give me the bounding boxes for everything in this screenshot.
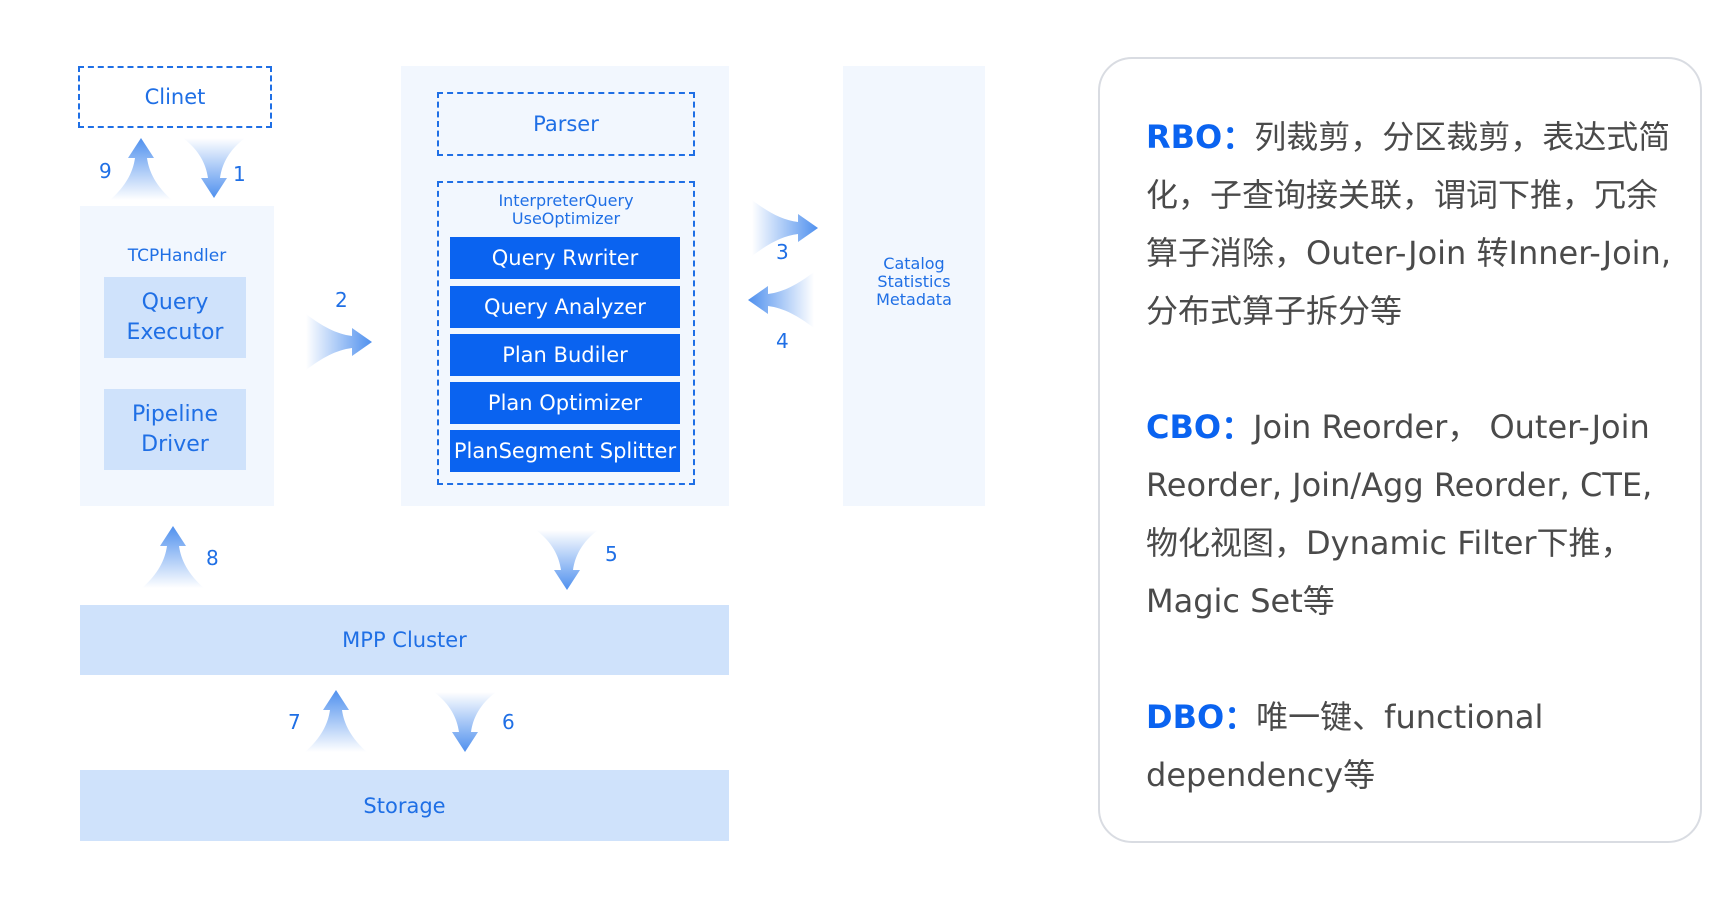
arrow-3-right: [752, 200, 818, 256]
catalog-line-1: Catalog: [883, 254, 945, 273]
step-number-4: 4: [776, 329, 789, 353]
step-number-6: 6: [502, 710, 515, 734]
storage-block: Storage: [80, 770, 729, 841]
dbo-description: DBO：唯一键、functional dependency等: [1146, 688, 1686, 804]
interpreter-line-1: InterpreterQuery: [498, 191, 634, 210]
rbo-text: 列裁剪，分区裁剪，表达式简化，子查询接关联，谓词下推，冗余算子消除，Outer-…: [1146, 118, 1671, 330]
step-plan-optimizer: Plan Optimizer: [450, 382, 680, 424]
query-executor-line-2: Executor: [126, 319, 224, 345]
arrow-4-left: [748, 272, 814, 328]
client-box: Clinet: [78, 66, 272, 128]
cbo-text: Join Reorder， Outer-Join Reorder, Join/A…: [1146, 408, 1653, 620]
dbo-key: DBO：: [1146, 698, 1257, 736]
dbo-text: 唯一键、functional dependency等: [1146, 698, 1544, 794]
query-executor-line-1: Query: [141, 289, 209, 315]
parser-label: Parser: [533, 112, 599, 136]
arrow-8-up: [142, 526, 204, 588]
interpreter-label: InterpreterQuery UseOptimizer: [437, 192, 695, 228]
step-number-3: 3: [776, 240, 789, 264]
mpp-cluster-block: MPP Cluster: [80, 605, 729, 675]
arrow-1-down: [183, 138, 245, 198]
arrow-9-up: [110, 138, 172, 200]
step-query-analyzer: Query Analyzer: [450, 286, 680, 328]
catalog-panel: [843, 66, 985, 506]
pipeline-driver-block: Pipeline Driver: [104, 389, 246, 470]
arrow-6-down: [434, 692, 496, 752]
step-number-1: 1: [233, 162, 246, 186]
optimizer-legend-box: [1098, 57, 1702, 843]
catalog-line-2: Statistics: [877, 272, 951, 291]
step-plansegment-splitter: PlanSegment Splitter: [450, 430, 680, 472]
pipeline-driver-line-2: Driver: [141, 431, 209, 457]
arrow-5-down: [536, 530, 598, 590]
cbo-description: CBO：Join Reorder， Outer-Join Reorder, Jo…: [1146, 398, 1686, 630]
rbo-description: RBO：列裁剪，分区裁剪，表达式简化，子查询接关联，谓词下推，冗余算子消除，Ou…: [1146, 108, 1686, 340]
step-number-2: 2: [335, 288, 348, 312]
step-query-rwriter: Query Rwriter: [450, 237, 680, 279]
client-label: Clinet: [144, 85, 206, 109]
cbo-key: CBO：: [1146, 408, 1254, 446]
step-number-8: 8: [206, 546, 219, 570]
step-number-9: 9: [99, 159, 112, 183]
pipeline-driver-line-1: Pipeline: [131, 401, 219, 427]
mpp-cluster-label: MPP Cluster: [342, 628, 467, 652]
catalog-label: Catalog Statistics Metadata: [843, 254, 985, 310]
tcp-handler-label: TCPHandler: [127, 246, 227, 266]
query-executor-block: Query Executor: [104, 277, 246, 358]
step-number-5: 5: [605, 542, 618, 566]
rbo-key: RBO：: [1146, 118, 1255, 156]
step-number-7: 7: [288, 710, 301, 734]
arrow-2-right: [306, 314, 372, 370]
arrow-7-up: [305, 690, 367, 752]
interpreter-box: [437, 181, 695, 485]
interpreter-line-2: UseOptimizer: [511, 209, 621, 228]
catalog-line-3: Metadata: [876, 290, 952, 309]
parser-box: Parser: [437, 92, 695, 156]
storage-label: Storage: [363, 793, 446, 818]
step-plan-budiler: Plan Budiler: [450, 334, 680, 376]
